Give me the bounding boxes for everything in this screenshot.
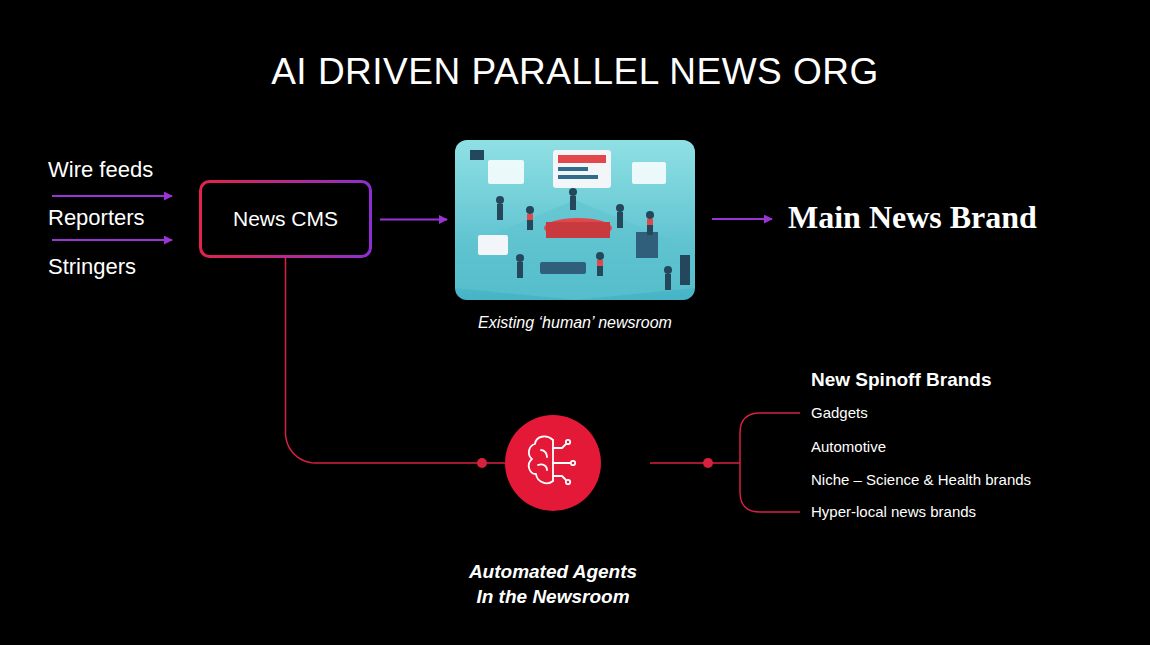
- newsroom-illustration: [455, 140, 695, 300]
- diagram-title: AI DRIVEN PARALLEL NEWS ORG: [0, 50, 1150, 94]
- people: [496, 188, 672, 290]
- process-box: News CMS: [199, 180, 372, 258]
- brand-name: Main News Brand: [788, 198, 1037, 236]
- floor: [455, 200, 695, 300]
- source-label: Wire feeds: [48, 157, 153, 183]
- connector: [380, 219, 447, 221]
- output-arrow: [712, 218, 772, 220]
- box-outline: [201, 182, 371, 257]
- input-arrow: [52, 195, 172, 197]
- source-label: Reporters: [48, 205, 145, 231]
- screen-line: [558, 175, 598, 179]
- list-item: Automotive: [811, 438, 886, 456]
- circle-outline: [505, 415, 601, 511]
- brain-icon: [529, 437, 575, 485]
- desk: [546, 222, 610, 238]
- connector: [286, 258, 506, 463]
- screen: [488, 160, 524, 184]
- screen: [632, 162, 666, 184]
- camera: [470, 150, 484, 160]
- desk: [544, 218, 612, 238]
- circle-outline: [505, 415, 601, 511]
- node-label: News CMS: [233, 206, 338, 231]
- output-line: [650, 462, 708, 464]
- list-item: Hyper-local news brands: [811, 503, 976, 521]
- bracket: [708, 413, 800, 512]
- agent-circle: Automated Agents In the Newsroom: [505, 415, 601, 511]
- screen: [553, 150, 611, 188]
- node-caption: Existing ‘human’ newsroom: [425, 312, 725, 334]
- board: [478, 235, 508, 255]
- camera-stand: [680, 255, 690, 285]
- node-caption: Automated Agents In the Newsroom: [458, 559, 648, 609]
- screen-banner: [558, 155, 606, 163]
- table: [540, 262, 586, 274]
- camera-stand: [636, 232, 658, 258]
- screen-line: [558, 167, 588, 171]
- illustration-frame: [455, 140, 695, 300]
- list-heading: New Spinoff Brands: [811, 369, 992, 392]
- list-item: Gadgets: [811, 404, 868, 422]
- connector-dot: [477, 458, 487, 468]
- connector-dot: [703, 458, 713, 468]
- people-accent: [527, 214, 653, 266]
- list-item: Niche – Science & Health brands: [811, 471, 1031, 489]
- source-label: Stringers: [48, 254, 136, 280]
- input-arrow: [52, 239, 172, 241]
- illustration-box: Existing ‘human’ newsroom: [455, 140, 695, 300]
